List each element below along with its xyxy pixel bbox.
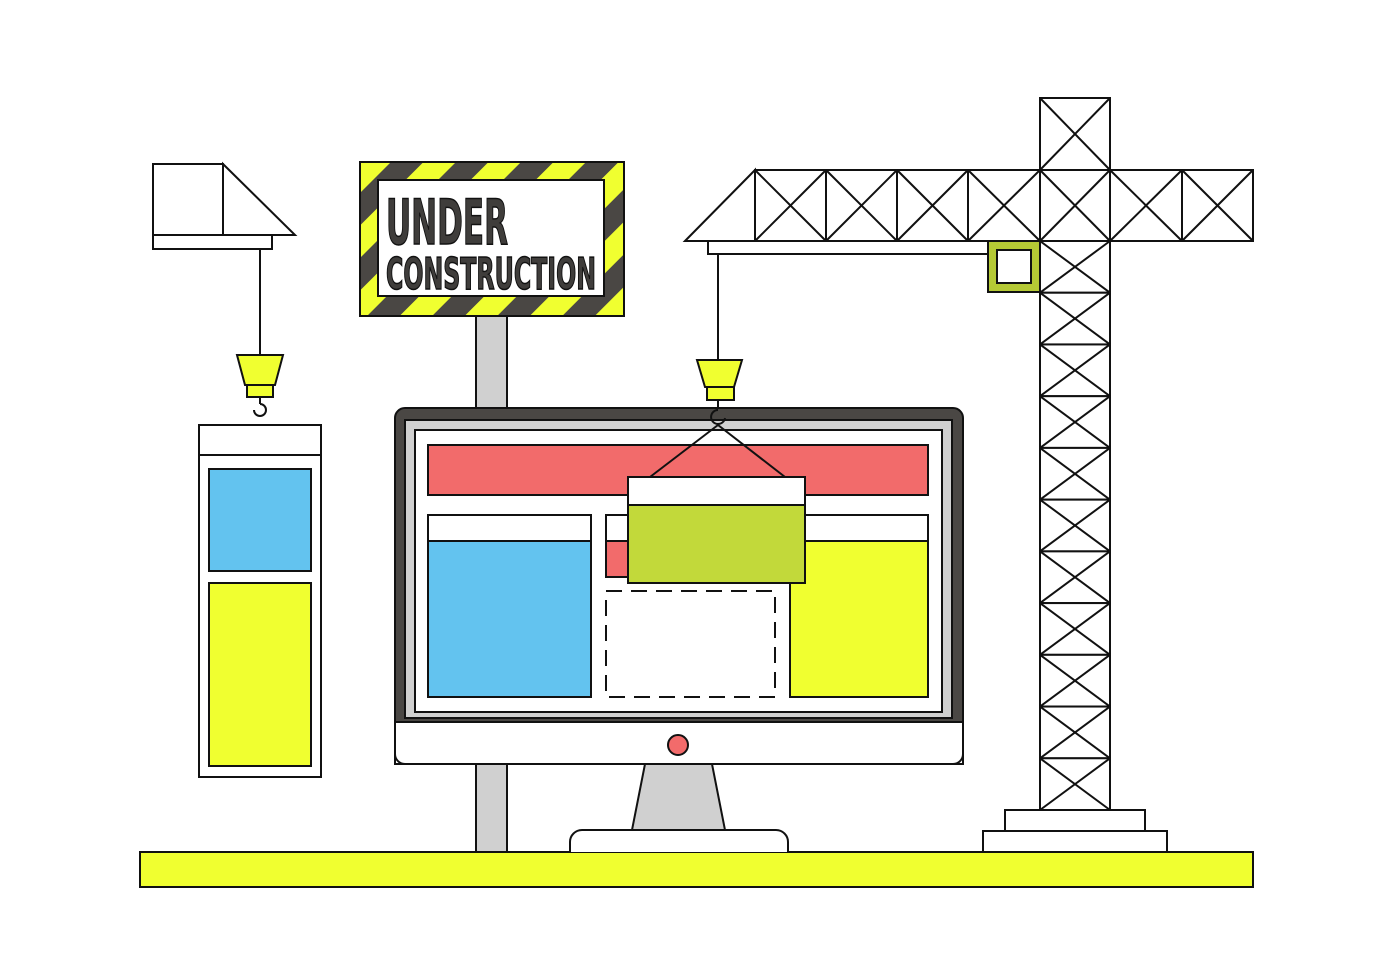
left-crane <box>152 161 298 417</box>
sign-line-2: CONSTRUCTION <box>386 249 596 300</box>
ground-bar <box>139 851 1254 888</box>
power-button <box>667 734 689 756</box>
hanging-panel-center <box>627 476 806 584</box>
content-block-blue <box>427 540 592 698</box>
under-construction-sign: UNDER CONSTRUCTION <box>359 161 625 317</box>
tower-crane <box>682 97 1254 853</box>
empty-slot <box>605 590 776 698</box>
sign-line-1: UNDER <box>386 186 508 259</box>
sign-pole <box>475 315 508 853</box>
monitor <box>394 407 964 852</box>
monitor-base <box>569 829 789 852</box>
hook-block-icon <box>695 359 744 388</box>
hook-icon <box>253 403 267 417</box>
hanging-panel-left <box>198 424 322 778</box>
content-block-yellow <box>789 540 929 698</box>
monitor-stand <box>630 763 727 831</box>
hook-block-icon <box>235 354 285 386</box>
hook-icon <box>710 409 726 425</box>
